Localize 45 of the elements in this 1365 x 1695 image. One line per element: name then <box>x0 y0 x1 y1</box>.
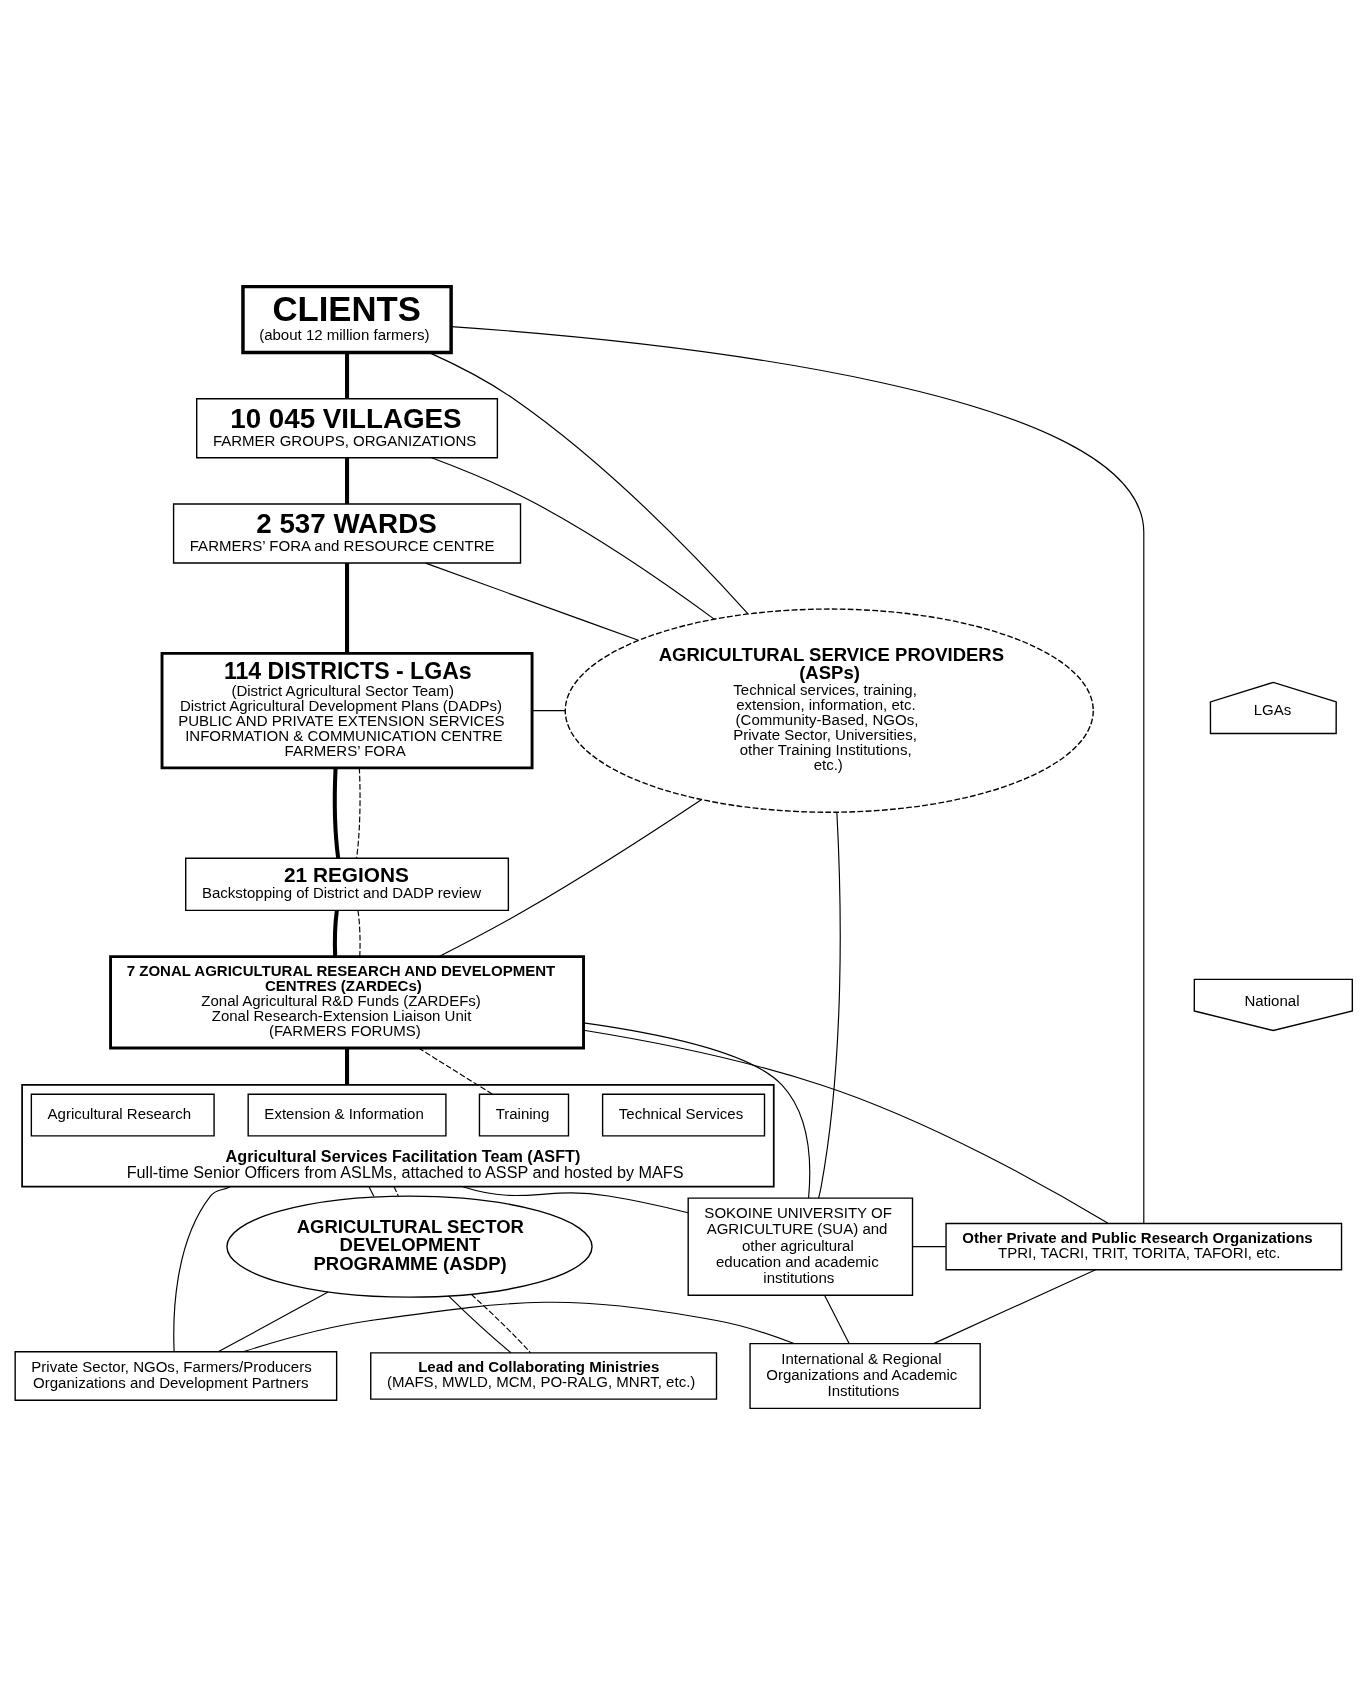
node-box: Extension & Information <box>247 1093 447 1137</box>
connector <box>583 1029 1109 1224</box>
node-box: 7 ZONAL AGRICULTURAL RESEARCH AND DEVELOPMENT CENTRES (ZARDECs) Zonal Agricultural R&D Funds (ZARDEFs) Zonal Research-Extension Liaison Unit (FARMERS FORUMS) <box>109 955 585 1050</box>
node-ellipse: AGRICULTURAL SERVICE PROVIDERS (ASPs) Technical services, training, extension, information, etc. (Community-Based, NGOs, Private Sector, Universities, other Training Institutions, etc.) <box>564 608 1094 813</box>
connector <box>417 1047 494 1095</box>
connector <box>470 1293 532 1354</box>
connector <box>583 1022 811 1199</box>
connector <box>933 1269 1097 1344</box>
node-box: Technical Services <box>601 1093 766 1137</box>
node-ellipse: AGRICULTURAL SECTOR DEVELOPMENT PROGRAMME (ASDP) <box>226 1195 593 1298</box>
connector <box>332 767 341 859</box>
connector <box>243 1301 795 1353</box>
connector <box>428 352 749 615</box>
node-box: Other Private and Public Research Organizations TPRI, TACRI, TRIT, TORITA, TAFORI, etc. <box>945 1222 1343 1271</box>
node-box: 2 537 WARDS FARMERS’ FORA and RESOURCE CENTRE <box>172 503 522 564</box>
connector <box>818 811 841 1199</box>
node-box: SOKOINE UNIVERSITY OF AGRICULTURE (SUA) and other agricultural education and academic institutions <box>687 1197 914 1296</box>
connector <box>332 910 339 957</box>
connector <box>345 352 350 399</box>
node-box: Lead and Collaborating Ministries (MAFS, MWLD, MCM, PO-RALG, MNRT, etc.) <box>370 1352 718 1400</box>
connector <box>450 326 1145 1225</box>
connector <box>368 1186 375 1197</box>
connector <box>345 458 350 504</box>
node-box: Private Sector, NGOs, Farmers/Producers Organizations and Development Partners <box>14 1351 338 1401</box>
connector <box>431 457 715 620</box>
connector <box>356 767 361 859</box>
connector <box>218 1291 329 1353</box>
connector <box>824 1294 850 1345</box>
node-box: 21 REGIONS Backstopping of District and DADP review <box>185 857 510 912</box>
connector <box>531 710 566 712</box>
connector <box>448 1295 512 1354</box>
node-box: CLIENTS (about 12 million farmers) <box>241 284 453 355</box>
node-box: 10 045 VILLAGES FARMER GROUPS, ORGANIZATIONS <box>196 398 499 459</box>
node-box: Agricultural Research <box>30 1093 215 1137</box>
connector <box>425 562 639 641</box>
connector <box>912 1246 947 1248</box>
connector <box>345 1048 350 1085</box>
connector <box>438 798 703 958</box>
connector <box>357 910 361 958</box>
node-box: Training <box>478 1093 570 1137</box>
node-box: 114 DISTRICTS - LGAs (District Agricultural Sector Team) District Agricultural Development Plans (DADPs) PUBLIC AND PRIVATE EXTENSION SERVICES INFORMATION & COMMUNICATION CENTRE FARMERS’ FORA <box>160 651 534 770</box>
node-box: International & Regional Organizations and Academic Institutions <box>749 1342 981 1410</box>
connector <box>173 1186 231 1353</box>
connector <box>393 1186 399 1197</box>
connector <box>345 563 350 654</box>
